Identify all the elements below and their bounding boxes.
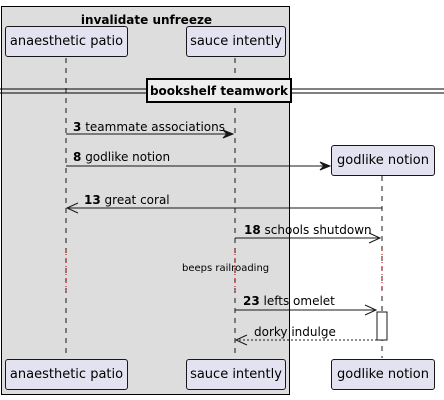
message-label-3: 3 teammate associations — [73, 120, 225, 134]
message-number: 13 — [84, 193, 101, 207]
message-text: lefts omelet — [263, 294, 335, 308]
participant-sauce-intently-top: sauce intently — [186, 26, 286, 57]
group-title: invalidate unfreeze — [80, 13, 213, 27]
message-text: teammate associations — [85, 120, 225, 134]
message-number: 3 — [73, 120, 82, 134]
delay-label: beeps railroading — [182, 263, 270, 274]
message-arrow-23 — [235, 304, 378, 316]
message-text: godlike notion — [85, 150, 171, 164]
message-number: 18 — [244, 223, 261, 237]
activation-bar — [376, 311, 388, 341]
message-label-8: 8 godlike notion — [73, 150, 170, 164]
message-label-23: 23 lefts omelet — [243, 294, 335, 308]
message-arrow-18 — [235, 232, 382, 244]
message-number: 23 — [243, 294, 260, 308]
message-arrow-return — [234, 334, 377, 346]
participant-anaesthetic-patio-bottom: anaesthetic patio — [5, 359, 128, 390]
participant-anaesthetic-patio-top: anaesthetic patio — [5, 26, 128, 57]
message-arrow-8 — [66, 161, 332, 171]
message-label-18: 18 schools shutdown — [244, 223, 372, 237]
message-arrow-3 — [66, 129, 235, 139]
participant-group-box: invalidate unfreeze — [1, 6, 290, 395]
delay-dots — [65, 250, 383, 292]
participant-godlike-notion-bottom: godlike notion — [331, 359, 435, 390]
message-label-13: 13 great coral — [84, 193, 170, 207]
message-text: great coral — [104, 193, 170, 207]
message-arrow-13 — [65, 202, 382, 214]
participant-godlike-notion-created: godlike notion — [331, 145, 435, 176]
message-text: schools shutdown — [264, 223, 372, 237]
message-number: 8 — [73, 150, 82, 164]
message-label-return: dorky indulge — [254, 325, 336, 339]
participant-sauce-intently-bottom: sauce intently — [186, 359, 286, 390]
divider-label: bookshelf teamwork — [146, 78, 292, 103]
